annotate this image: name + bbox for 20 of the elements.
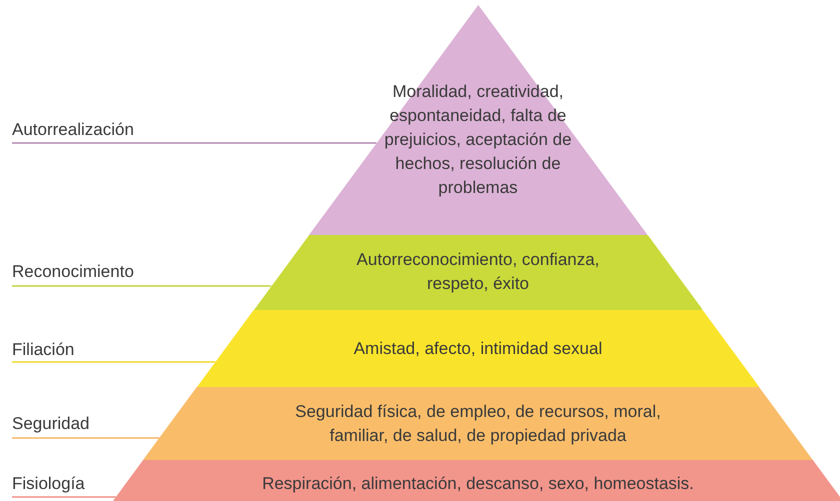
pyramid-layer bbox=[110, 460, 840, 501]
level-label: Reconocimiento bbox=[12, 262, 134, 282]
pyramid-apex-layer bbox=[308, 5, 648, 235]
pyramid-layer bbox=[254, 235, 702, 310]
layer-text: Moralidad, creatividad, espontaneidad, falta de prejuicios, aceptación de hechos, resolución de problemas bbox=[383, 81, 573, 199]
level-label: Filiación bbox=[12, 340, 74, 360]
layer-text: Respiración, alimentación, descanso, sexo, homeostasis. bbox=[261, 473, 695, 495]
leader-line bbox=[12, 142, 376, 144]
pyramid-layer bbox=[143, 387, 813, 460]
leader-line bbox=[12, 437, 160, 439]
layer-text: Autorreconocimiento, confianza, respeto, éxito bbox=[356, 249, 600, 295]
layer-text: Seguridad física, de empleo, de recursos, moral, familiar, de salud, de propiedad privada bbox=[294, 401, 662, 447]
leader-line bbox=[12, 285, 272, 287]
pyramid-layer bbox=[196, 310, 760, 387]
leader-line bbox=[12, 496, 116, 498]
leader-line bbox=[12, 361, 216, 363]
level-label: Seguridad bbox=[12, 414, 90, 434]
level-label: Autorrealización bbox=[12, 120, 134, 140]
layer-text: Amistad, afecto, intimidad sexual bbox=[352, 338, 604, 360]
level-label: Fisiología bbox=[12, 474, 85, 494]
